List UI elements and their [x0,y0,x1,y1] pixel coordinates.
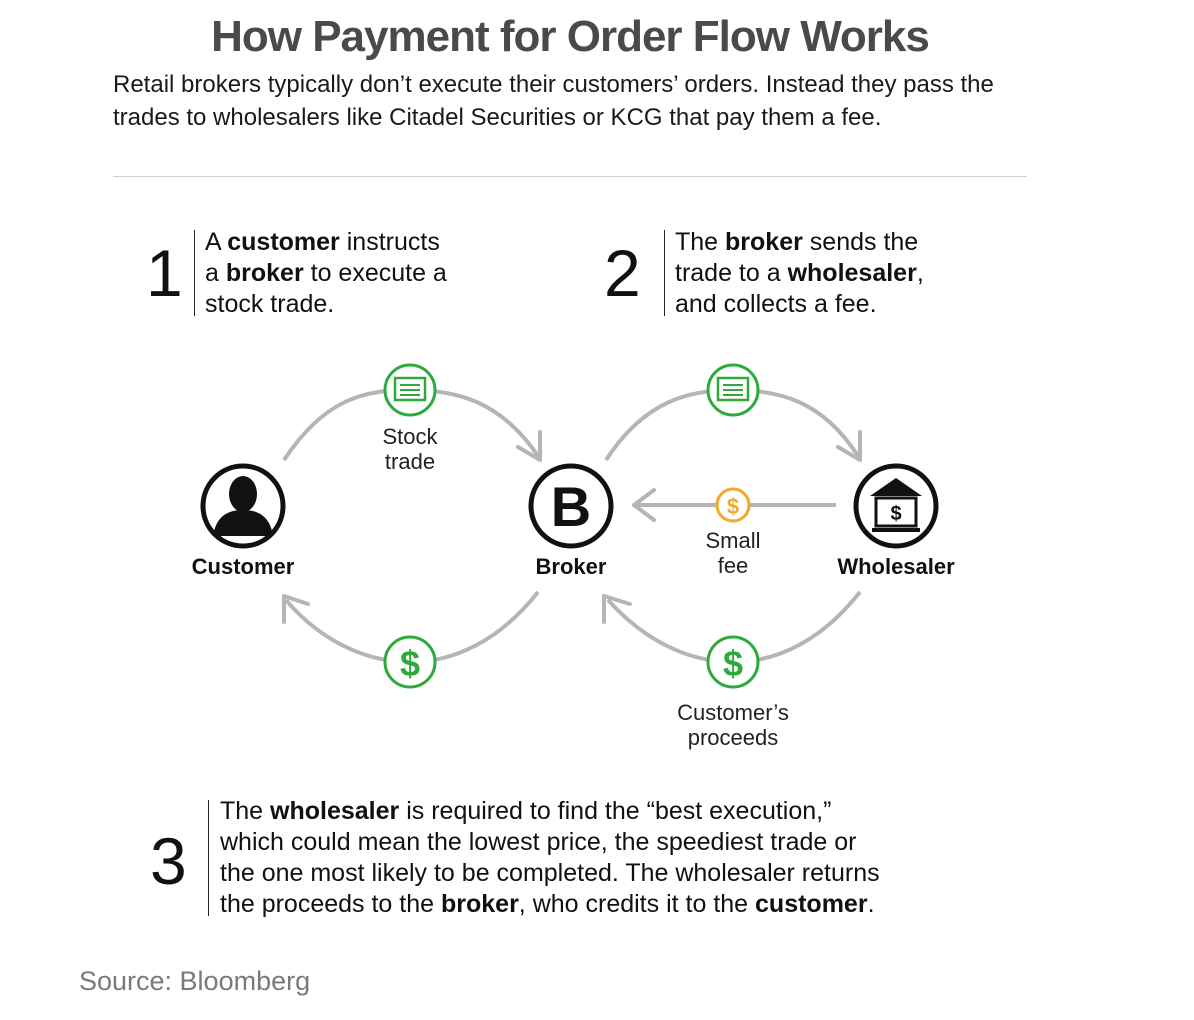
arrowhead-broker-to-customer [282,594,310,624]
customer-node [200,463,286,549]
step-2-number: 2 [604,236,641,310]
divider [113,176,1027,177]
arrowhead-broker-to-wholesaler [836,430,862,462]
source-credit: Source: Bloomberg [79,966,311,996]
svg-text:$: $ [727,494,739,519]
subtitle: Retail brokers typically don’t execute t… [113,71,994,131]
arrowhead-wholesaler-to-broker [602,594,632,624]
broker-b-icon: B [551,475,591,538]
step-3-text: The wholesaler is required to find the “… [220,797,880,918]
step-1-number: 1 [146,236,183,310]
wholesaler-node: $ [853,463,939,549]
broker-label: Broker [535,554,607,579]
step-1-divider [194,230,195,316]
customer-label: Customer [191,554,295,579]
bank-dollar-icon: $ [870,478,922,532]
svg-text:$: $ [400,643,420,684]
dollar-coin-icon: $ [383,635,437,689]
broker-node: B [528,463,614,549]
arrowhead-customer-to-broker [516,430,542,462]
trade-ticket-icon [383,363,437,417]
svg-text:$: $ [723,643,743,684]
trade-ticket-icon [706,363,760,417]
step-3-number: 3 [150,824,187,898]
svg-text:$: $ [890,503,901,525]
wholesaler-label: Wholesaler [837,554,955,579]
dollar-coin-icon: $ [715,487,751,523]
page-title: How Payment for Order Flow Works [211,12,930,61]
step-3-divider [208,800,209,916]
person-icon [213,476,273,536]
dollar-coin-icon: $ [706,635,760,689]
arrowhead-fee [632,488,656,522]
step-2-divider [664,230,665,316]
